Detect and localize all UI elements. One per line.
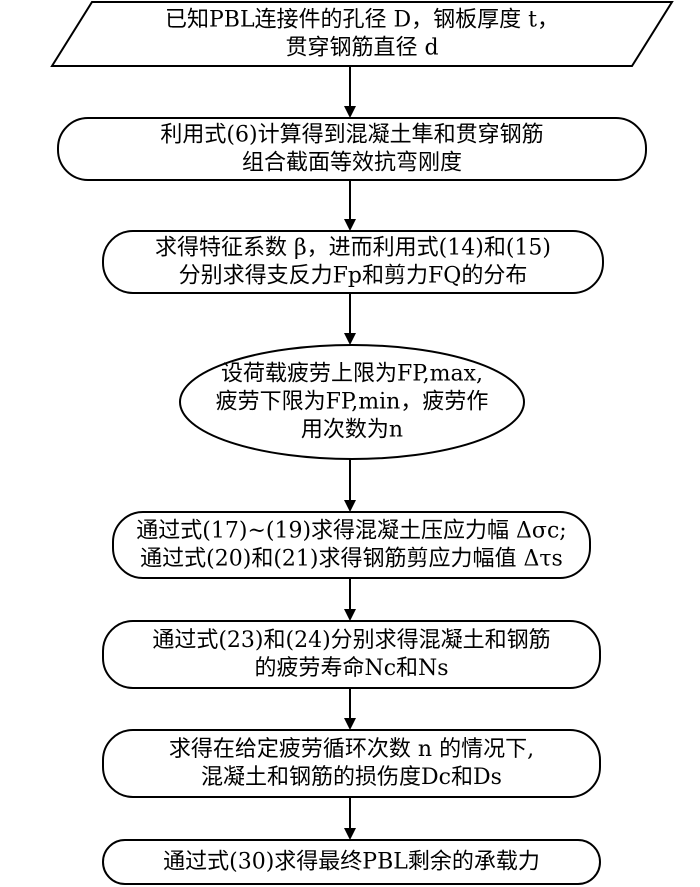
node-stiffness-shape (57, 117, 647, 181)
node-life-line-1: 的疲劳寿命Nc和Ns (254, 656, 448, 681)
arrow-head (344, 500, 356, 512)
arrow-head (344, 718, 356, 730)
node-coefficient: 求得特征系数 β，进而利用式(14)和(15) 分别求得支反力Fp和剪力FQ的分布 (102, 230, 604, 294)
edge-input-to-stiffness (344, 66, 356, 118)
node-coefficient-line-1: 分别求得支反力Fp和剪力FQ的分布 (179, 264, 528, 289)
node-stress: 通过式(17)~(19)求得混凝土压应力幅 Δσc; 通过式(20)和(21)求得… (112, 511, 591, 579)
node-capacity-shape (102, 839, 601, 885)
node-capacity-line-0: 通过式(30)求得最终PBL剩余的承载力 (163, 850, 540, 875)
node-stress-shape (112, 511, 591, 579)
node-input-shape (50, 1, 674, 67)
node-stress-line-0: 通过式(17)~(19)求得混凝土压应力幅 Δσc; (136, 519, 566, 544)
node-damage: 求得在给定疲劳循环次数 n 的情况下, 混凝土和钢筋的损伤度Dc和Ds (102, 729, 601, 798)
node-input-line-0: 已知PBL连接件的孔径 D，钢板厚度 t， (165, 8, 559, 33)
node-load-line-0: 设荷载疲劳上限为FP,max, (221, 362, 483, 387)
edge-damage-to-capacity (344, 797, 356, 840)
node-input: 已知PBL连接件的孔径 D，钢板厚度 t， 贯穿钢筋直径 d (50, 1, 674, 67)
node-damage-shape (102, 729, 601, 798)
node-coefficient-line-0: 求得特征系数 β，进而利用式(14)和(15) (155, 236, 551, 261)
node-load-line-1: 疲劳下限为FP,min，疲劳作 (216, 390, 489, 415)
edge-life-to-damage (344, 688, 356, 730)
node-life-line-0: 通过式(23)和(24)分别求得混凝土和钢筋 (152, 628, 550, 653)
node-life-shape (102, 620, 601, 689)
arrow-head (344, 609, 356, 621)
node-coefficient-shape (102, 230, 604, 294)
node-load-line-2: 用次数为n (301, 418, 403, 443)
node-stiffness-line-0: 利用式(6)计算得到混凝土隼和贯穿钢筋 (160, 123, 543, 148)
arrow-head (344, 106, 356, 118)
node-input-line-1: 贯穿钢筋直径 d (285, 36, 438, 61)
node-stiffness-line-1: 组合截面等效抗弯刚度 (242, 151, 462, 176)
edge-stress-to-life (344, 578, 356, 621)
arrow-head (344, 828, 356, 840)
edges-layer (344, 66, 356, 840)
node-damage-line-1: 混凝土和钢筋的损伤度Dc和Ds (201, 765, 502, 790)
node-stress-line-1: 通过式(20)和(21)求得钢筋剪应力幅值 Δτs (140, 547, 563, 572)
node-damage-line-0: 求得在给定疲劳循环次数 n 的情况下, (169, 737, 534, 762)
edge-coefficient-to-load (344, 293, 356, 345)
node-load-shape (179, 344, 525, 460)
arrow-head (344, 333, 356, 345)
edge-load-to-stress (344, 459, 356, 512)
arrow-head (344, 219, 356, 231)
node-capacity: 通过式(30)求得最终PBL剩余的承载力 (102, 839, 601, 885)
nodes-layer: 已知PBL连接件的孔径 D，钢板厚度 t， 贯穿钢筋直径 d 利用式(6)计算得到混… (50, 1, 674, 885)
edge-stiffness-to-coefficient (344, 180, 356, 231)
